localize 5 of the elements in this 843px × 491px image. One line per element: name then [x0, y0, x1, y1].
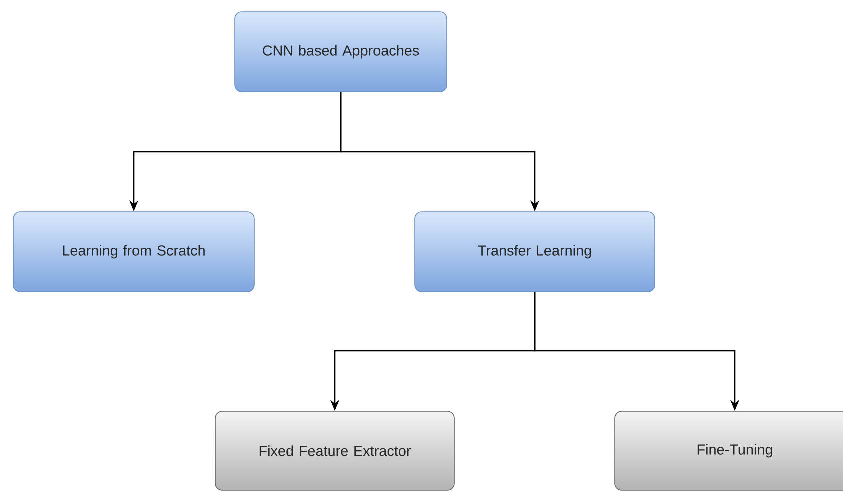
process-box: Fine-Tuning: [614, 411, 843, 491]
process-box: Learning from Scratch: [13, 212, 255, 292]
process-box: Transfer Learning: [414, 212, 656, 292]
process-box: Fixed Feature Extractor: [215, 411, 455, 491]
process-box: CNN based Approaches: [234, 12, 448, 92]
